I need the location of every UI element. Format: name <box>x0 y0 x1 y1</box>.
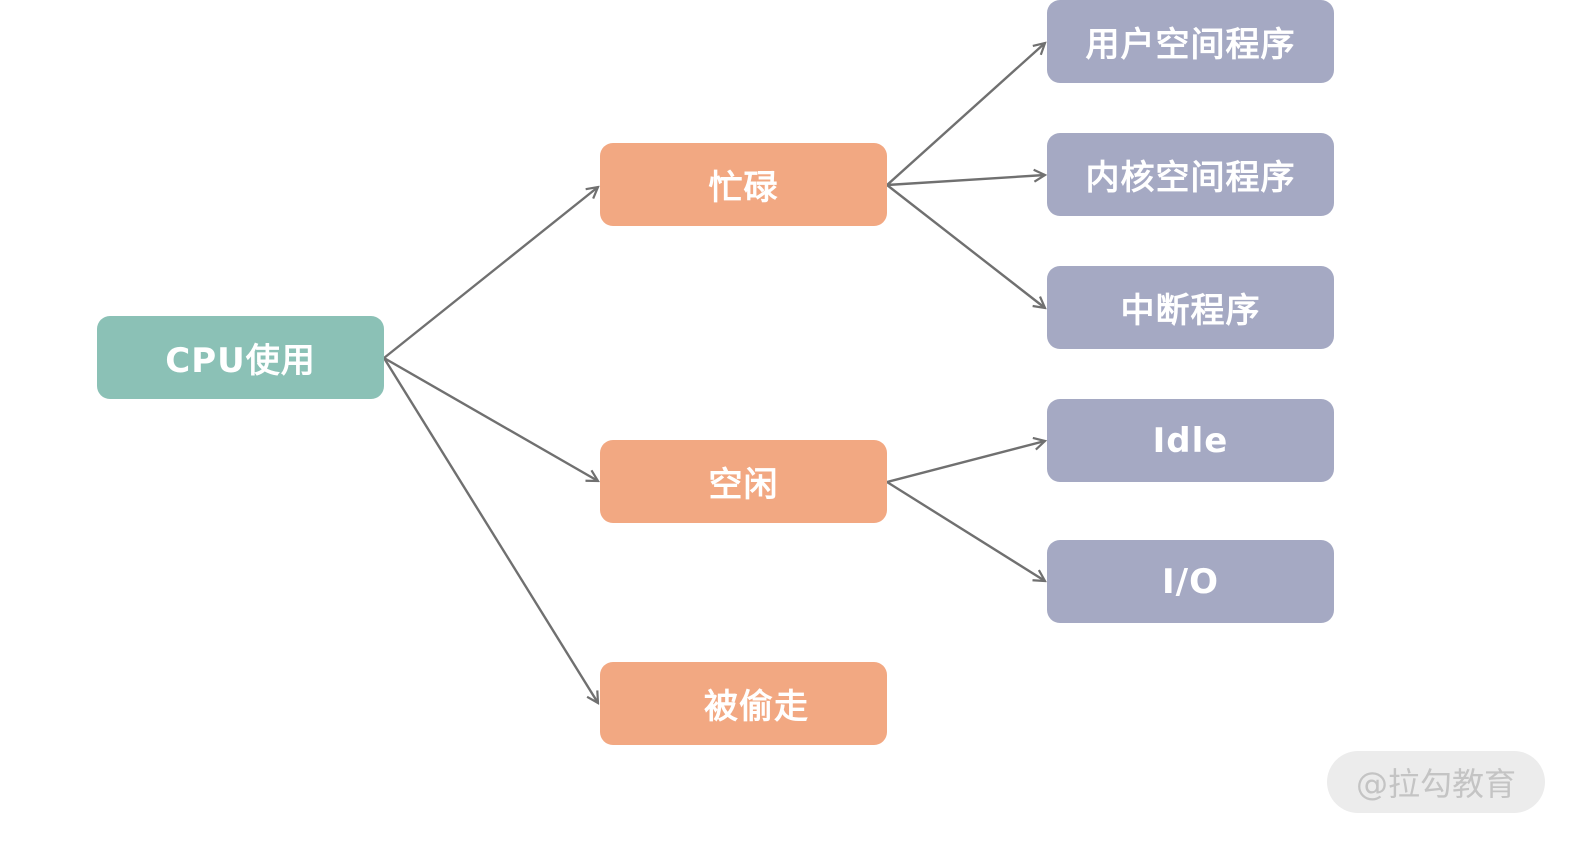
node-idle-label: 空闲 <box>708 465 779 505</box>
edge-idle-idle <box>886 441 1045 484</box>
node-user-space-program: 用户空间程序 <box>1047 0 1334 83</box>
watermark-text: @拉勾教育 <box>1355 765 1516 803</box>
node-kernel-space-program: 内核空间程序 <box>1047 133 1334 216</box>
node-interrupt-program: 中断程序 <box>1047 266 1334 349</box>
node-kernel-space-program-label: 内核空间程序 <box>1085 158 1296 198</box>
watermark-badge: @拉勾教育 <box>1327 751 1545 813</box>
node-stolen: 被偷走 <box>600 662 887 745</box>
edge-busy-irq <box>886 184 1045 308</box>
node-busy-label: 忙碌 <box>708 168 779 208</box>
edge-root-busy <box>383 187 598 359</box>
node-io: I/O <box>1047 540 1334 623</box>
node-idle-leaf-label: Idle <box>1152 420 1229 461</box>
node-user-space-program-label: 用户空间程序 <box>1085 25 1296 65</box>
node-busy: 忙碌 <box>600 143 887 226</box>
node-stolen-label: 被偷走 <box>704 687 809 727</box>
node-cpu-usage: CPU使用 <box>97 316 384 399</box>
node-cpu-usage-label: CPU使用 <box>165 341 316 381</box>
edge-busy-user <box>886 43 1045 186</box>
edge-root-idle <box>383 356 598 481</box>
node-io-label: I/O <box>1162 561 1219 602</box>
node-idle-leaf: Idle <box>1047 399 1334 482</box>
edge-idle-io <box>886 480 1045 581</box>
node-interrupt-program-label: 中断程序 <box>1120 291 1261 331</box>
node-idle: 空闲 <box>600 440 887 523</box>
edge-root-stolen <box>382 357 598 703</box>
edge-busy-kernel <box>886 175 1045 187</box>
